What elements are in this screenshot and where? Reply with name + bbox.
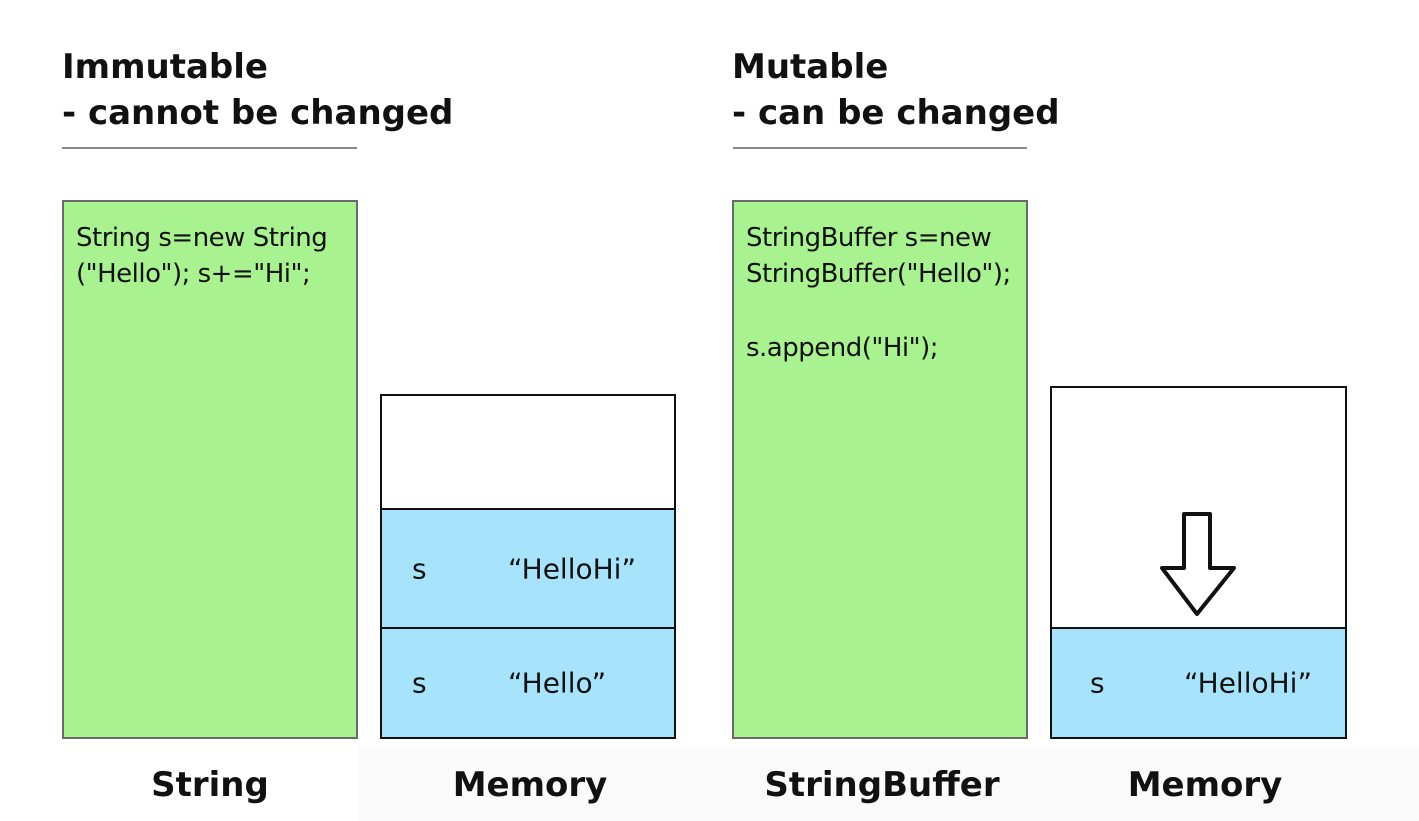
memory-caption: Memory	[1127, 765, 1283, 805]
memory-caption: Memory	[452, 765, 608, 805]
memory-cell-var: s	[412, 666, 427, 700]
memory-cell: s “HelloHi”	[382, 508, 674, 627]
memory-cell-var: s	[412, 552, 427, 585]
stringbuffer-code-box: StringBuffer s=new StringBuffer("Hello")…	[732, 200, 1028, 739]
memory-cell-value: “HelloHi”	[508, 552, 636, 585]
background-panel	[358, 747, 1419, 821]
code-line: ("Hello"); s+="Hi";	[76, 259, 311, 289]
immutable-title: Immutable	[62, 47, 268, 87]
immutable-subtitle: - cannot be changed	[62, 93, 454, 133]
code-line: s.append("Hi");	[746, 333, 938, 363]
immutable-rule	[62, 147, 357, 149]
mutable-rule	[733, 147, 1027, 149]
memory-cell-var: s	[1090, 666, 1105, 700]
stringbuffer-caption: StringBuffer	[764, 765, 1000, 805]
memory-cell: s “HelloHi”	[1052, 627, 1345, 737]
down-arrow-icon	[1160, 512, 1236, 616]
memory-cell-value: “Hello”	[508, 666, 607, 700]
string-memory-box: s “HelloHi” s “Hello”	[380, 394, 676, 739]
memory-cell-value: “HelloHi”	[1184, 666, 1312, 700]
string-caption: String	[151, 765, 269, 805]
mutable-title: Mutable	[732, 47, 889, 87]
code-line: StringBuffer s=new	[746, 223, 992, 253]
memory-cell: s “Hello”	[382, 627, 674, 737]
string-code-box: String s=new String ("Hello"); s+="Hi";	[62, 200, 358, 739]
stringbuffer-memory-box: s “HelloHi”	[1050, 386, 1347, 739]
code-line: StringBuffer("Hello");	[746, 259, 1011, 289]
mutable-subtitle: - can be changed	[732, 93, 1060, 133]
code-line: String s=new String	[76, 223, 328, 253]
